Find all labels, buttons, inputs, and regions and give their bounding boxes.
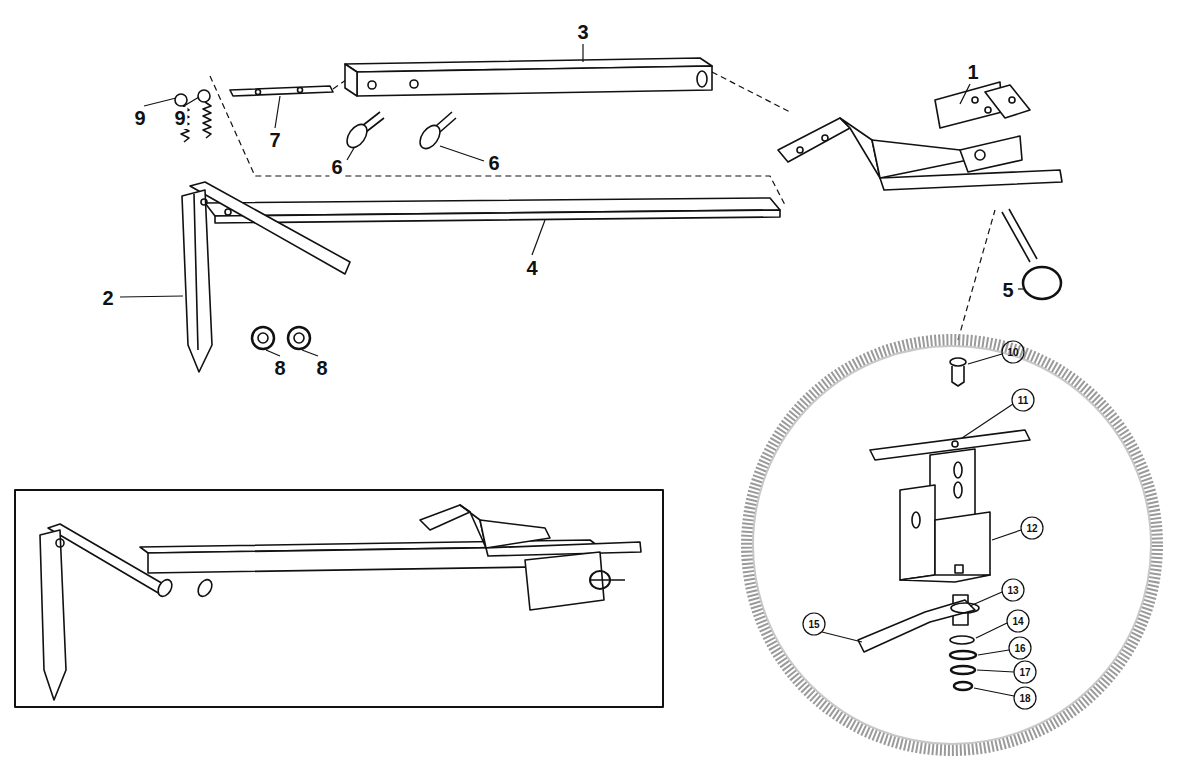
hitch-bracket <box>778 82 1062 190</box>
callout-number: 6 <box>329 156 344 178</box>
callout-number: 9 <box>132 107 147 129</box>
detail-callout-number: 11 <box>1016 395 1031 406</box>
detail-callout-number: 12 <box>1024 523 1039 534</box>
callout-number: 7 <box>267 129 282 151</box>
callout-number: 8 <box>272 357 287 379</box>
assembled-view <box>15 490 663 707</box>
square-tube <box>345 58 712 96</box>
callout-number: 1 <box>965 61 980 83</box>
callout-number: 5 <box>1000 279 1015 301</box>
detail-callout-number: 16 <box>1012 643 1027 654</box>
callout-number: 2 <box>100 287 115 309</box>
plate <box>230 86 333 96</box>
detail-callout-number: 13 <box>1005 585 1020 596</box>
leader-line <box>120 44 1023 356</box>
nut <box>252 327 310 349</box>
callout-number: 9 <box>172 107 187 129</box>
flat-bar <box>205 198 780 223</box>
detail-callout-number: 15 <box>806 619 821 630</box>
callout-number: 8 <box>314 357 329 379</box>
shovel-blade <box>182 182 350 372</box>
detail-callout-number: 17 <box>1017 667 1032 678</box>
detail-circle <box>747 340 1157 750</box>
callout-number: 6 <box>486 152 501 174</box>
detail-callout-number: 18 <box>1017 693 1032 704</box>
detail-callout-number: 10 <box>1005 347 1020 358</box>
callout-number: 4 <box>524 257 539 279</box>
detail-callout-number: 14 <box>1010 616 1025 627</box>
carriage-screw <box>343 112 456 152</box>
callout-number: 3 <box>575 21 590 43</box>
